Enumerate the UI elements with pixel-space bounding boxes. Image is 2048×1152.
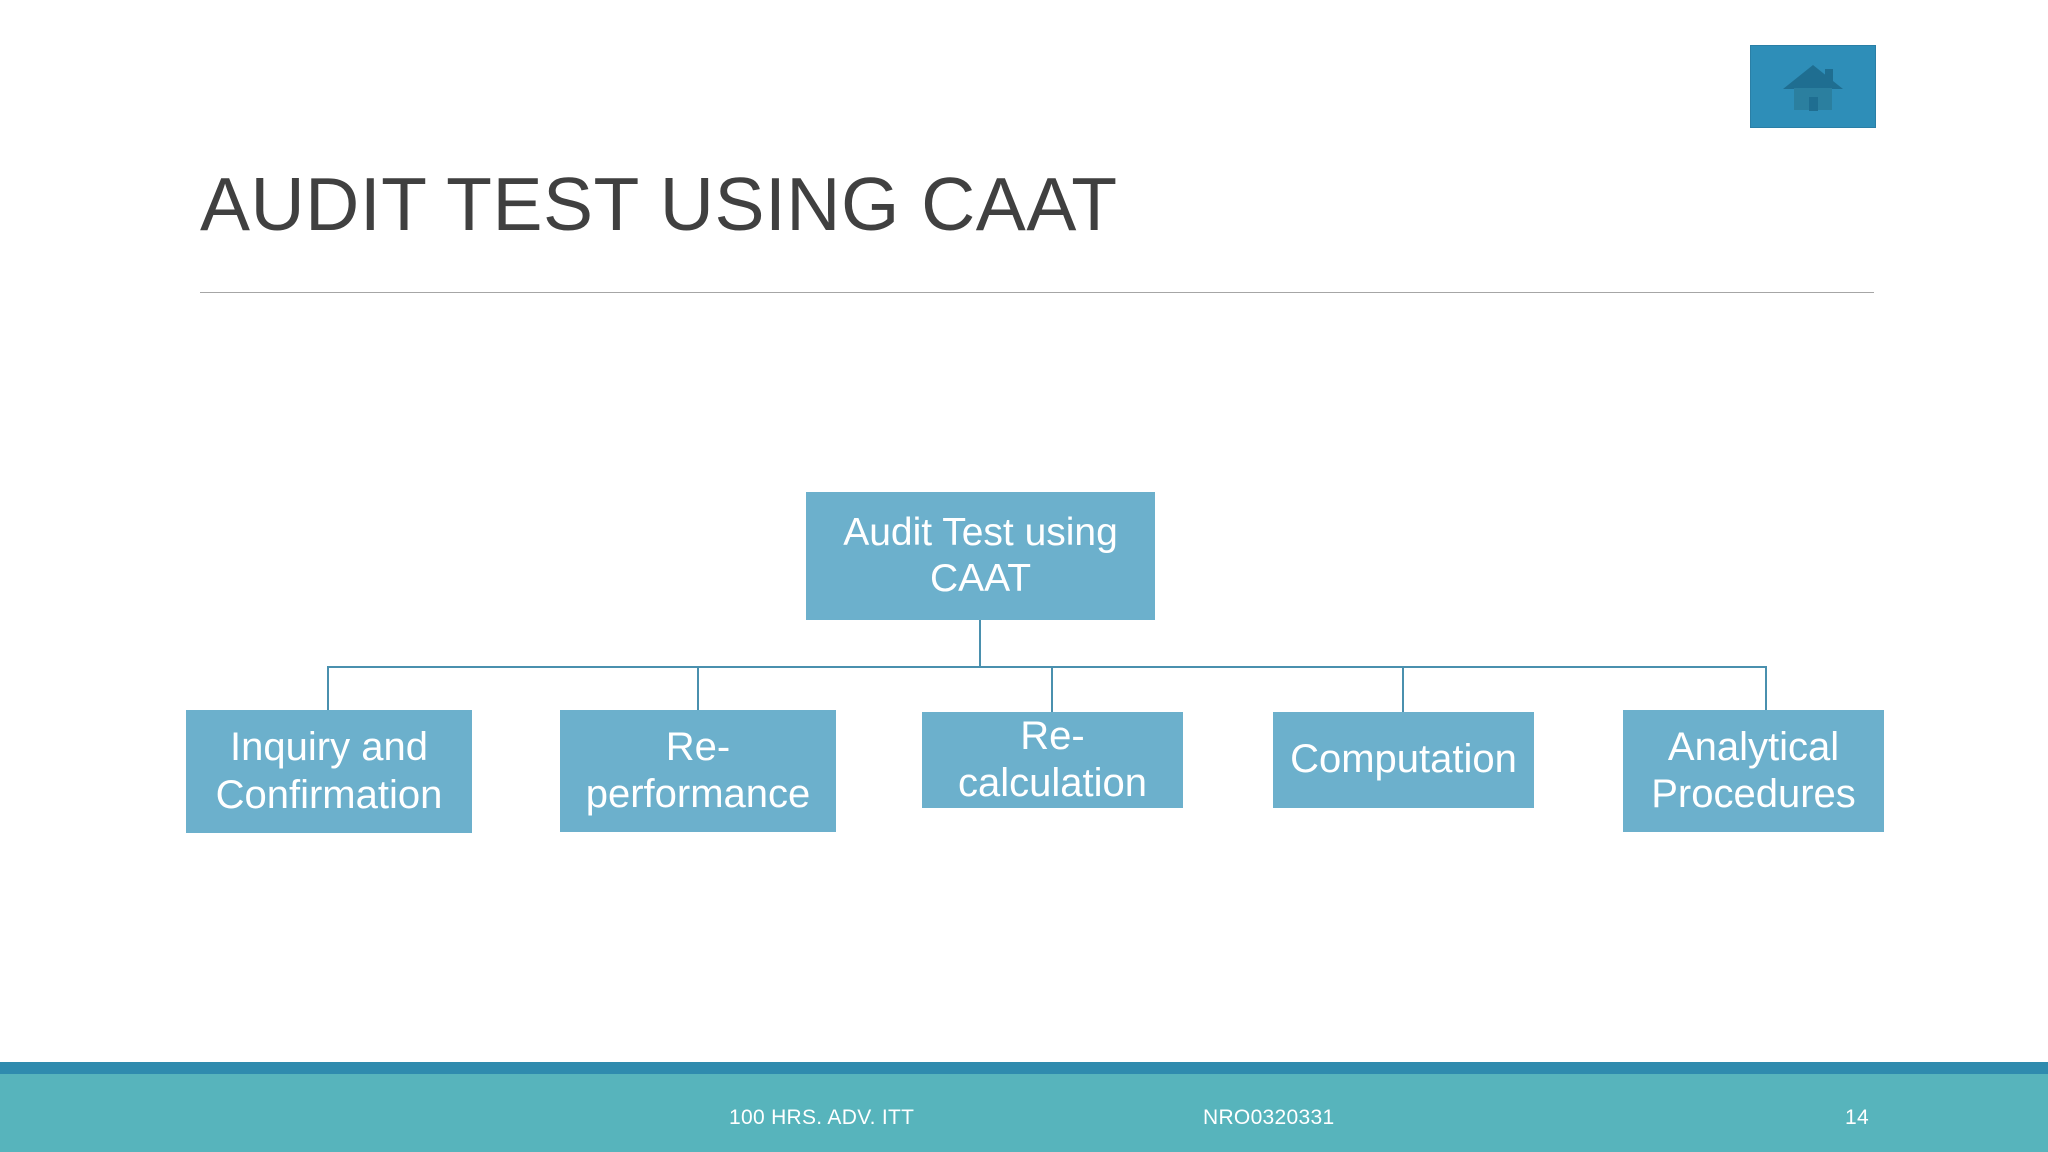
diagram-node-inquiry-and-confirmation[interactable]: Inquiry and Confirmation xyxy=(186,710,472,833)
footer-accent-stripe xyxy=(0,1062,2048,1074)
connector-root-stem xyxy=(979,620,981,667)
connector-drop-1 xyxy=(327,666,329,712)
diagram-node-re-performance[interactable]: Re-performance xyxy=(560,710,836,832)
footer-bar xyxy=(0,1074,2048,1152)
title-divider xyxy=(200,292,1874,293)
connector-horizontal-bus xyxy=(327,666,1767,668)
footer-page-number: 14 xyxy=(1845,1106,1869,1129)
footer-code-label: NRO0320331 xyxy=(1203,1106,1335,1129)
connector-drop-5 xyxy=(1765,666,1767,712)
diagram-node-analytical-procedures[interactable]: Analytical Procedures xyxy=(1623,710,1884,832)
diagram-node-root[interactable]: Audit Test using CAAT xyxy=(806,492,1155,620)
footer-course-label: 100 HRS. ADV. ITT xyxy=(729,1106,915,1129)
home-icon xyxy=(1783,64,1843,111)
page-title: AUDIT TEST USING CAAT xyxy=(200,162,1118,246)
connector-drop-2 xyxy=(697,666,699,712)
diagram-node-re-calculation[interactable]: Re-calculation xyxy=(922,712,1183,808)
home-button[interactable] xyxy=(1750,45,1876,128)
connector-drop-3 xyxy=(1051,666,1053,712)
connector-drop-4 xyxy=(1402,666,1404,712)
diagram-node-computation[interactable]: Computation xyxy=(1273,712,1534,808)
